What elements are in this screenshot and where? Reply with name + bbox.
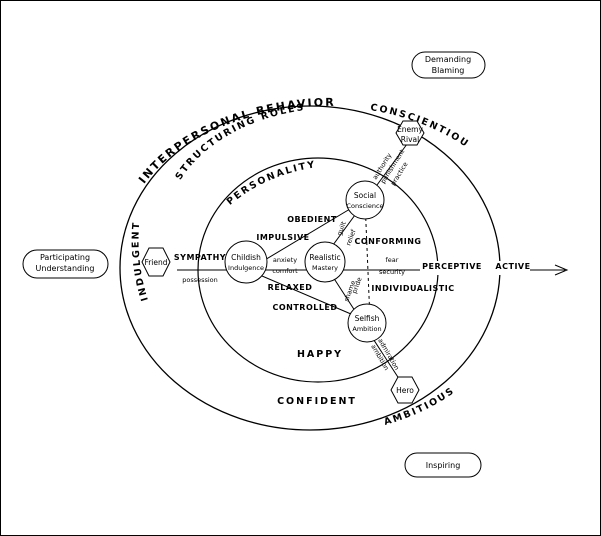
fear-label: fear: [386, 256, 399, 264]
svg-text:Participating: Participating: [40, 253, 90, 262]
active-label: ACTIVE: [495, 262, 530, 271]
happy-label: HAPPY: [297, 349, 343, 360]
friend-hexagon: Friend: [141, 247, 171, 277]
security-label: security: [379, 268, 405, 276]
svg-text:Demanding: Demanding: [425, 55, 471, 64]
individualistic-label: INDIVIDUALISTIC: [371, 284, 454, 293]
childish-indulgence-node: Childish Indulgence: [224, 240, 268, 284]
svg-text:Social: Social: [354, 191, 376, 200]
pride-label: pride: [350, 276, 363, 294]
svg-text:Friend: Friend: [144, 258, 167, 267]
line-social-selfish: [364, 199, 371, 321]
confident-label: CONFIDENT: [277, 396, 357, 407]
active-arrowhead: [554, 264, 569, 276]
outer-title: INTERPERSONAL BEHAVIOR: [136, 96, 336, 186]
anxiety-label: anxiety: [273, 256, 297, 264]
svg-text:Enemy: Enemy: [397, 125, 423, 134]
comfort-label: comfort: [272, 267, 298, 275]
hero-hexagon: Hero: [390, 376, 420, 404]
line-childish-selfish: [247, 269, 366, 321]
relaxed-label: RELAXED: [268, 283, 313, 292]
svg-text:Hero: Hero: [396, 386, 414, 395]
svg-text:Selfish: Selfish: [355, 314, 380, 323]
conforming-label: CONFORMING: [355, 237, 422, 246]
perceptive-label: PERCEPTIVE: [422, 262, 482, 271]
enemy-hexagon: Enemy Rival: [395, 120, 425, 146]
svg-text:Childish: Childish: [231, 253, 261, 262]
svg-text:Rival: Rival: [401, 135, 419, 144]
svg-text:Realistic: Realistic: [309, 253, 340, 262]
svg-text:Indulgence: Indulgence: [228, 264, 264, 272]
possession-label: possession: [182, 276, 218, 284]
svg-text:Blaming: Blaming: [432, 66, 465, 75]
impulsive-label: IMPULSIVE: [256, 233, 309, 242]
line-childish-social: [247, 199, 366, 271]
controlled-label: CONTROLLED: [272, 303, 337, 312]
obedient-label: OBEDIENT: [287, 215, 337, 224]
participating-box: Participating Understanding: [22, 249, 109, 279]
svg-text:Conscience: Conscience: [346, 202, 383, 210]
realistic-mastery-node: Realistic Mastery: [304, 241, 346, 283]
social-conscience-node: Social Conscience: [345, 180, 385, 220]
svg-text:Inspiring: Inspiring: [426, 461, 461, 470]
inspiring-box: Inspiring: [404, 452, 482, 478]
svg-text:Mastery: Mastery: [312, 264, 338, 272]
guilt-label: guilt: [335, 220, 348, 237]
selfish-ambition-node: Selfish Ambition: [347, 303, 387, 343]
sympathy-label: SYMPATHY: [174, 253, 226, 262]
svg-text:Understanding: Understanding: [36, 264, 95, 273]
svg-text:Ambition: Ambition: [352, 325, 381, 333]
axis-label-mask: [420, 261, 530, 275]
demanding-box: Demanding Blaming: [411, 51, 486, 79]
